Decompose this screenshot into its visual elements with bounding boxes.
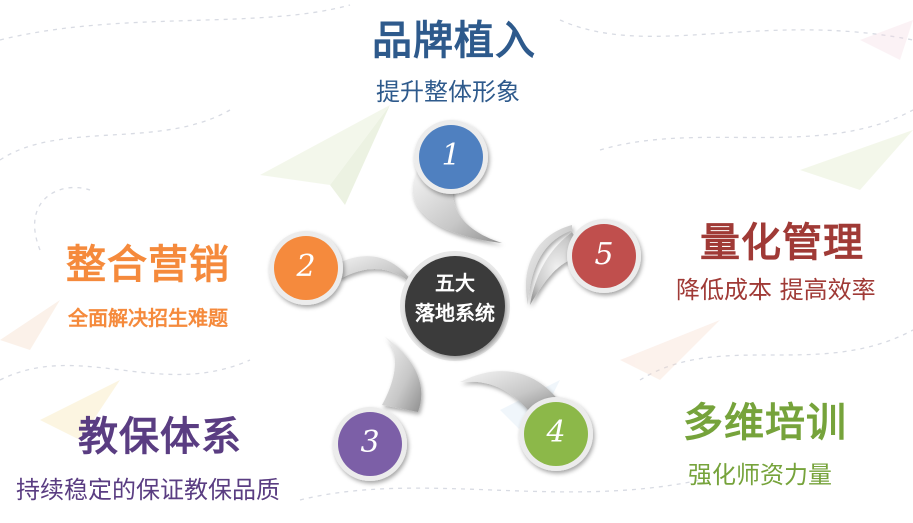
step-number-4: 4	[546, 415, 566, 450]
step-number-2: 2	[296, 249, 316, 284]
step-subtitle-2: 全面解决招生难题	[68, 306, 228, 330]
center-label: 五大 落地系统	[400, 268, 510, 328]
step-number-5: 5	[594, 237, 614, 272]
step-title-3: 教保体系	[78, 414, 242, 460]
step-subtitle-3: 持续稳定的保证教保品质	[16, 476, 280, 504]
step-title-2: 整合营销	[66, 242, 230, 288]
step-number-3: 3	[360, 425, 380, 460]
center-label-line1: 五大	[435, 271, 475, 295]
step-title-4: 多维培训	[683, 400, 847, 446]
step-subtitle-5: 降低成本 提高效率	[676, 276, 876, 304]
center-label-line2: 落地系统	[415, 301, 495, 325]
step-title-5: 量化管理	[700, 220, 864, 266]
step-subtitle-4: 强化师资力量	[688, 461, 832, 489]
step-subtitle-1: 提升整体形象	[376, 78, 520, 106]
step-number-1: 1	[441, 138, 461, 173]
step-title-1: 品牌植入	[372, 18, 536, 64]
